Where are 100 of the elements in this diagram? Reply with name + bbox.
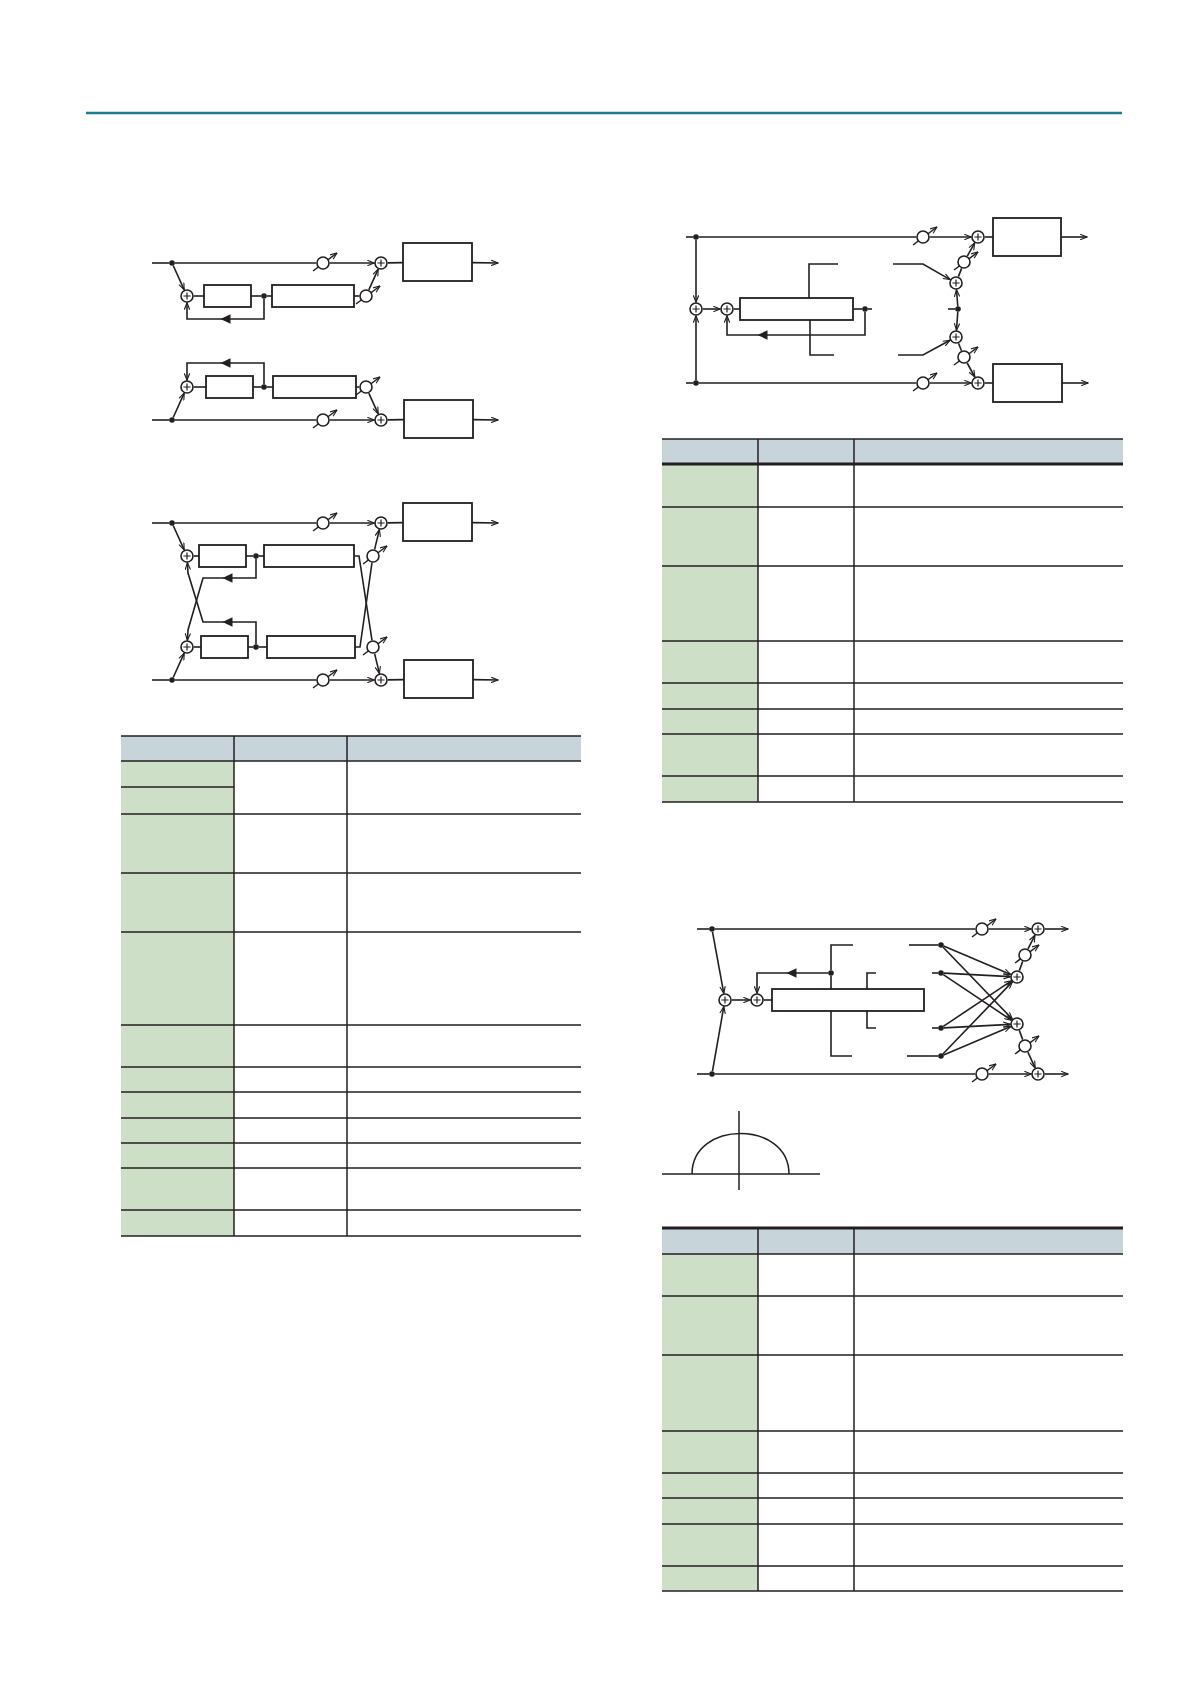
signal-line — [906, 1055, 939, 1057]
level-control-symbol — [953, 346, 979, 366]
signal-line — [867, 308, 873, 310]
signal-line — [174, 679, 317, 681]
feedback-arrow — [183, 358, 265, 385]
signal-line — [193, 295, 205, 297]
signal-arrow — [942, 946, 1014, 1020]
signal-arrow — [373, 528, 381, 551]
signal-line — [387, 678, 405, 681]
feedback-arrow — [723, 311, 866, 340]
level-control-symbol — [312, 252, 338, 272]
process-box — [403, 659, 474, 699]
level-control-symbol — [912, 226, 938, 246]
signal-line — [1018, 960, 1024, 972]
adder-symbol — [180, 549, 194, 563]
junction-dot — [261, 293, 267, 299]
signal-arrow — [172, 652, 185, 679]
adder-symbol — [374, 673, 388, 687]
feedback-arrow — [183, 298, 265, 324]
level-control-symbol — [355, 285, 381, 305]
junction-dot — [709, 1071, 715, 1077]
junction-dot — [938, 1053, 944, 1059]
adder-symbol — [180, 289, 194, 303]
level-control-symbol — [971, 1063, 997, 1083]
signal-line — [714, 928, 976, 930]
signal-arrow — [953, 311, 961, 331]
signal-line — [151, 262, 170, 264]
signal-line — [809, 319, 835, 356]
signal-line — [1018, 1029, 1024, 1041]
process-box — [263, 544, 355, 568]
signal-arrow — [966, 242, 976, 257]
signal-arrow — [711, 1005, 726, 1072]
signal-line — [698, 382, 917, 384]
process-box — [739, 297, 854, 321]
level-control-symbol — [1014, 1035, 1040, 1055]
signal-arrow — [942, 973, 1013, 1021]
level-control-symbol — [1014, 944, 1040, 964]
signal-line — [714, 1073, 976, 1075]
signal-arrow — [929, 233, 972, 241]
process-box — [771, 988, 925, 1012]
process-box — [198, 544, 247, 568]
level-control-symbol — [912, 372, 938, 392]
junction-dot — [693, 234, 699, 240]
junction-dot — [709, 926, 715, 932]
signal-line — [808, 263, 839, 299]
signal-line — [174, 522, 317, 524]
level-control-symbol — [362, 636, 388, 656]
process-box — [402, 242, 473, 282]
signal-line — [957, 267, 963, 278]
process-box — [992, 363, 1063, 403]
signal-line — [174, 262, 317, 264]
signal-arrow — [329, 519, 375, 527]
junction-dot — [828, 970, 834, 976]
feedback-arrow — [753, 968, 829, 994]
signal-arrow — [953, 289, 961, 307]
junction-dot — [261, 384, 267, 390]
signal-arrow — [942, 980, 1013, 1028]
signal-line — [931, 1027, 939, 1029]
junction-dot — [169, 677, 175, 683]
signal-line — [733, 308, 741, 310]
adder-symbol — [374, 516, 388, 530]
adder-symbol — [750, 993, 764, 1007]
signal-line — [696, 1073, 710, 1075]
signal-line — [151, 679, 170, 681]
junction-dot — [169, 417, 175, 423]
level-control-symbol — [312, 409, 338, 429]
signal-arrow — [929, 379, 972, 387]
signal-arrow — [172, 264, 185, 291]
level-control-symbol — [953, 251, 979, 271]
signal-line — [193, 646, 202, 648]
junction-dot — [955, 306, 961, 312]
signal-arrow — [368, 268, 379, 291]
signal-arrow — [942, 945, 1012, 976]
signal-line — [258, 646, 268, 648]
signal-arrow — [1044, 925, 1069, 933]
process-box — [272, 375, 357, 399]
signal-arrow — [702, 305, 721, 313]
signal-line — [387, 261, 404, 264]
signal-arrow — [966, 362, 976, 378]
signal-arrow — [943, 972, 1011, 980]
junction-dot — [169, 260, 175, 266]
signal-line — [696, 928, 710, 930]
signal-arrow — [988, 925, 1032, 933]
signal-line — [151, 522, 170, 524]
adder-symbol — [180, 380, 194, 394]
signal-arrow — [711, 931, 726, 995]
signal-arrow — [892, 263, 951, 281]
adder-symbol — [1010, 1017, 1024, 1031]
signal-line — [685, 382, 694, 384]
adder-symbol — [374, 256, 388, 270]
process-box — [403, 399, 474, 439]
level-control-symbol — [312, 669, 338, 689]
process-box — [205, 375, 254, 399]
signal-arrow — [943, 1021, 1011, 1029]
adder-symbol — [718, 993, 732, 1007]
signal-arrow — [373, 652, 381, 675]
signal-line — [698, 236, 917, 238]
adder-symbol — [949, 330, 963, 344]
signal-line — [866, 1010, 877, 1029]
signal-arrow — [329, 259, 375, 267]
